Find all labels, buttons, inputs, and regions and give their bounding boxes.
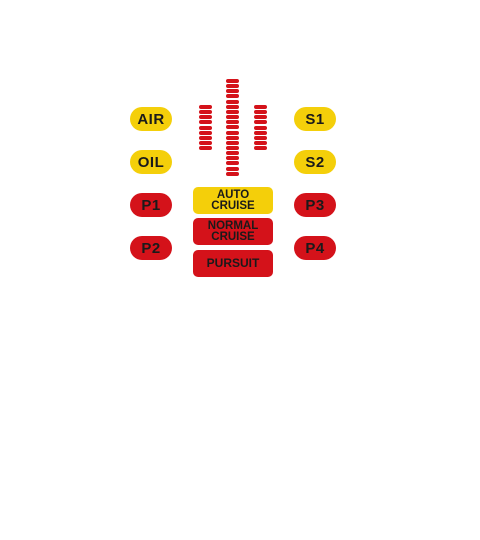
meter-bar-right xyxy=(254,105,267,109)
meter-bar-left xyxy=(199,125,212,130)
meter-bar-right xyxy=(254,130,267,135)
meter-bar-left xyxy=(199,141,212,146)
meter-bar-center xyxy=(226,120,239,125)
s1-indicator[interactable]: S1 xyxy=(294,107,336,131)
air-indicator[interactable]: AIR xyxy=(130,107,172,131)
meter-bar-center xyxy=(226,125,239,130)
meter-bar-center xyxy=(226,156,239,161)
meter-bar-center xyxy=(226,109,239,114)
meter-bar-right xyxy=(254,141,267,146)
p3-indicator[interactable]: P3 xyxy=(294,193,336,217)
meter-bar-left xyxy=(199,120,212,125)
meter-bar-center xyxy=(226,161,239,166)
meter-bar-center xyxy=(226,115,239,120)
normal-cruise-line2: CRUISE xyxy=(211,230,255,243)
s2-indicator[interactable]: S2 xyxy=(294,150,336,174)
oil-indicator[interactable]: OIL xyxy=(130,150,172,174)
meter-bar-center xyxy=(226,140,239,145)
pursuit-button[interactable]: PURSUIT xyxy=(193,250,273,277)
p1-indicator[interactable]: P1 xyxy=(130,193,172,217)
meter-bar-center xyxy=(226,151,239,156)
meter-bar-center xyxy=(226,84,239,89)
meter-bar-right xyxy=(254,120,267,125)
meter-bar-center xyxy=(226,99,239,104)
pursuit-label: PURSUIT xyxy=(206,256,260,270)
meter-bar-left xyxy=(199,135,212,140)
normal-cruise-line1: NORMAL xyxy=(207,219,259,232)
meter-bar-right xyxy=(254,110,267,115)
meter-bar-center xyxy=(226,171,239,176)
meter-bar-center xyxy=(226,89,239,94)
normal-cruise-button[interactable]: NORMAL CRUISE xyxy=(193,218,273,245)
auto-cruise-line1: AUTO xyxy=(216,188,250,201)
meter-bar-center xyxy=(226,94,239,99)
meter-bar-right xyxy=(254,125,267,130)
p4-indicator[interactable]: P4 xyxy=(294,236,336,260)
auto-cruise-button[interactable]: AUTO CRUISE xyxy=(193,187,273,214)
meter-bar-right xyxy=(254,115,267,120)
meter-bar-center xyxy=(226,104,239,109)
meter-bar-center xyxy=(226,79,239,83)
meter-bar-left xyxy=(199,105,212,109)
meter-bar-left xyxy=(199,115,212,120)
meter-bar-right xyxy=(254,135,267,140)
meter-bar-center xyxy=(226,130,239,135)
meter-bar-center xyxy=(226,145,239,150)
p2-indicator[interactable]: P2 xyxy=(130,236,172,260)
meter-bar-right xyxy=(254,146,267,151)
meter-bar-center xyxy=(226,166,239,171)
meter-bar-left xyxy=(199,146,212,151)
meter-bar-center xyxy=(226,135,239,140)
meter-bar-left xyxy=(199,110,212,115)
auto-cruise-line2: CRUISE xyxy=(211,199,255,212)
meter-bar-left xyxy=(199,130,212,135)
